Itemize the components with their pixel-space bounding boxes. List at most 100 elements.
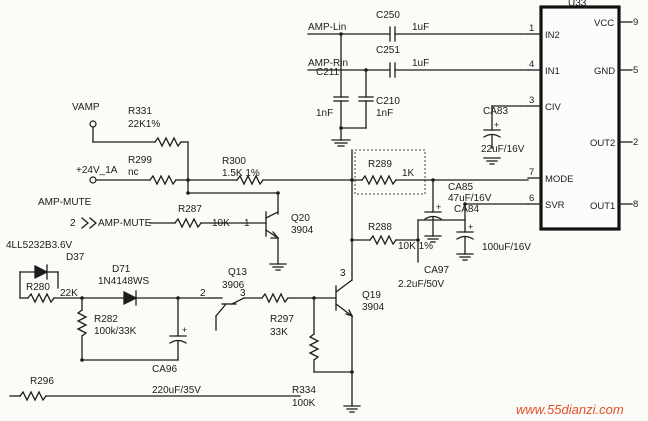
c251-ref: C251 [376,45,400,56]
c210-ref: C210 [376,96,400,107]
svg-text:+: + [468,222,473,232]
pin-name-in2: IN2 [545,30,560,41]
pin-num-out2: 2 [633,137,638,148]
r297-ref: R297 [270,314,294,325]
amp-mute-input-label: AMP-MUTE [98,218,152,229]
d37-value: 4LL5232B3.6V [6,240,73,251]
q13-pin-c: 3 [240,288,246,299]
c251-value: 1uF [412,58,429,69]
net-label-amp-lin: AMP-Lin [308,22,346,33]
amp-mute-pin-num: 2 [70,218,76,229]
q20-value: 3904 [291,225,314,236]
pin-num-civ: 3 [529,95,534,106]
r334-value: 100K [292,398,316,409]
svg-text:+: + [494,120,499,130]
pin-name-in1: IN1 [545,66,560,77]
pin-num-gnd: 5 [633,65,638,76]
pin-name-mode: MODE [545,174,574,185]
r280-ref: R280 [26,282,50,293]
q19-pin-c: 3 [340,268,346,279]
c211-ref: C211 [316,67,340,78]
r289-ref: R289 [368,159,392,170]
r296-body [19,390,47,402]
v24-terminal [89,176,97,184]
ca84-value: 100uF/16V [482,242,531,253]
ca83-ref: CA83 [483,106,508,117]
pin-name-vcc: VCC [594,18,614,29]
r287-ref: R287 [178,204,202,215]
r287-value: 10K [212,218,230,229]
pin-name-out2: OUT2 [590,138,615,149]
r334-ref: R334 [292,385,316,396]
r300-body [236,174,264,186]
r289-highlight-box [354,149,426,195]
r296-ref: R296 [30,376,54,387]
r280-value: 22K [60,288,78,299]
svg-text:+: + [436,202,441,212]
ground-symbol-input [331,139,351,147]
r299-body [149,174,177,186]
ca85-ref: CA85 [448,182,473,193]
d37-body [34,264,49,280]
r287-body [174,217,202,229]
r282-ref: R282 [94,314,118,325]
ground-symbol-q19 [343,405,361,413]
ca85-value: 47uF/16V [448,193,492,204]
ground-symbol-q20 [269,263,287,271]
r297-value: 33K [270,327,288,338]
ic-u33: U33 1 IN2 4 IN1 3 CIV 7 MODE 6 SVR 9 VCC… [527,0,638,231]
q13-pin-b: 2 [200,288,206,299]
r300-value: 1.5K 1% [222,168,260,179]
q13-value: 3906 [222,280,245,291]
bias-network: VAMP R331 22K1% +24V_1A R299 nc R300 1.5… [72,102,353,215]
pin-num-out1: 8 [633,199,638,210]
c210-value: 1nF [376,108,393,119]
r300-ref: R300 [222,156,246,167]
svg-text:+: + [182,325,187,335]
pin-name-out1: OUT1 [590,201,615,212]
r289-body [361,174,397,186]
ca97-ref: CA97 [424,265,449,276]
pin-name-civ: CIV [545,102,562,113]
ground-symbol-ca84 [456,253,474,261]
r331-value: 22K1% [128,119,160,130]
pin-num-mode: 7 [529,167,534,178]
ca84-ref: CA84 [454,204,479,215]
r288-ref: R288 [368,222,392,233]
r299-value: nc [128,167,139,178]
pin-num-vcc: 9 [633,17,638,28]
r297-body [261,292,289,304]
watermark-text: www.55dianzi.com [516,402,624,417]
vamp-terminal [89,120,97,128]
r299-ref: R299 [128,155,152,166]
q20-pin-b: 1 [244,218,250,229]
pin-num-in2: 1 [529,23,534,34]
c250-ref: C250 [376,10,400,21]
input-stage: AMP-Lin C250 1uF AMP-Rin C251 1uF C211 1… [307,10,529,147]
detect-stage: 4LL5232B3.6V D37 R280 22K D71 1N4148WS R… [6,240,385,413]
ic-body [539,5,621,231]
r331-body [154,136,182,148]
d71-ref: D71 [112,264,131,275]
r334-body [308,333,320,361]
pin-num-svr: 6 [529,193,534,204]
net-label-amp-mute: AMP-MUTE [38,197,92,208]
ground-symbol-ca83 [483,157,501,165]
d37-ref: D37 [66,252,85,263]
q20-ref: Q20 [291,213,310,224]
mute-stage: AMP-MUTE 2 AMP-MUTE R287 10K 1 Q20 3904 [38,197,314,271]
r288-body [369,234,397,246]
r282-value: 100k/33K [94,326,137,337]
c250-value: 1uF [412,22,429,33]
mode-network: R289 1K + CA85 47uF/16V [350,149,529,275]
net-label-24v: +24V_1A [76,165,118,176]
q19-value: 3904 [362,302,385,313]
ca83: + CA83 22uF/16V [481,105,529,165]
ca83-value: 22uF/16V [481,144,525,155]
ic-ref-label: U33 [568,0,587,9]
mute-input-arrow [81,217,90,229]
pin-name-gnd: GND [594,66,615,77]
ca96-ref: CA96 [152,364,177,375]
